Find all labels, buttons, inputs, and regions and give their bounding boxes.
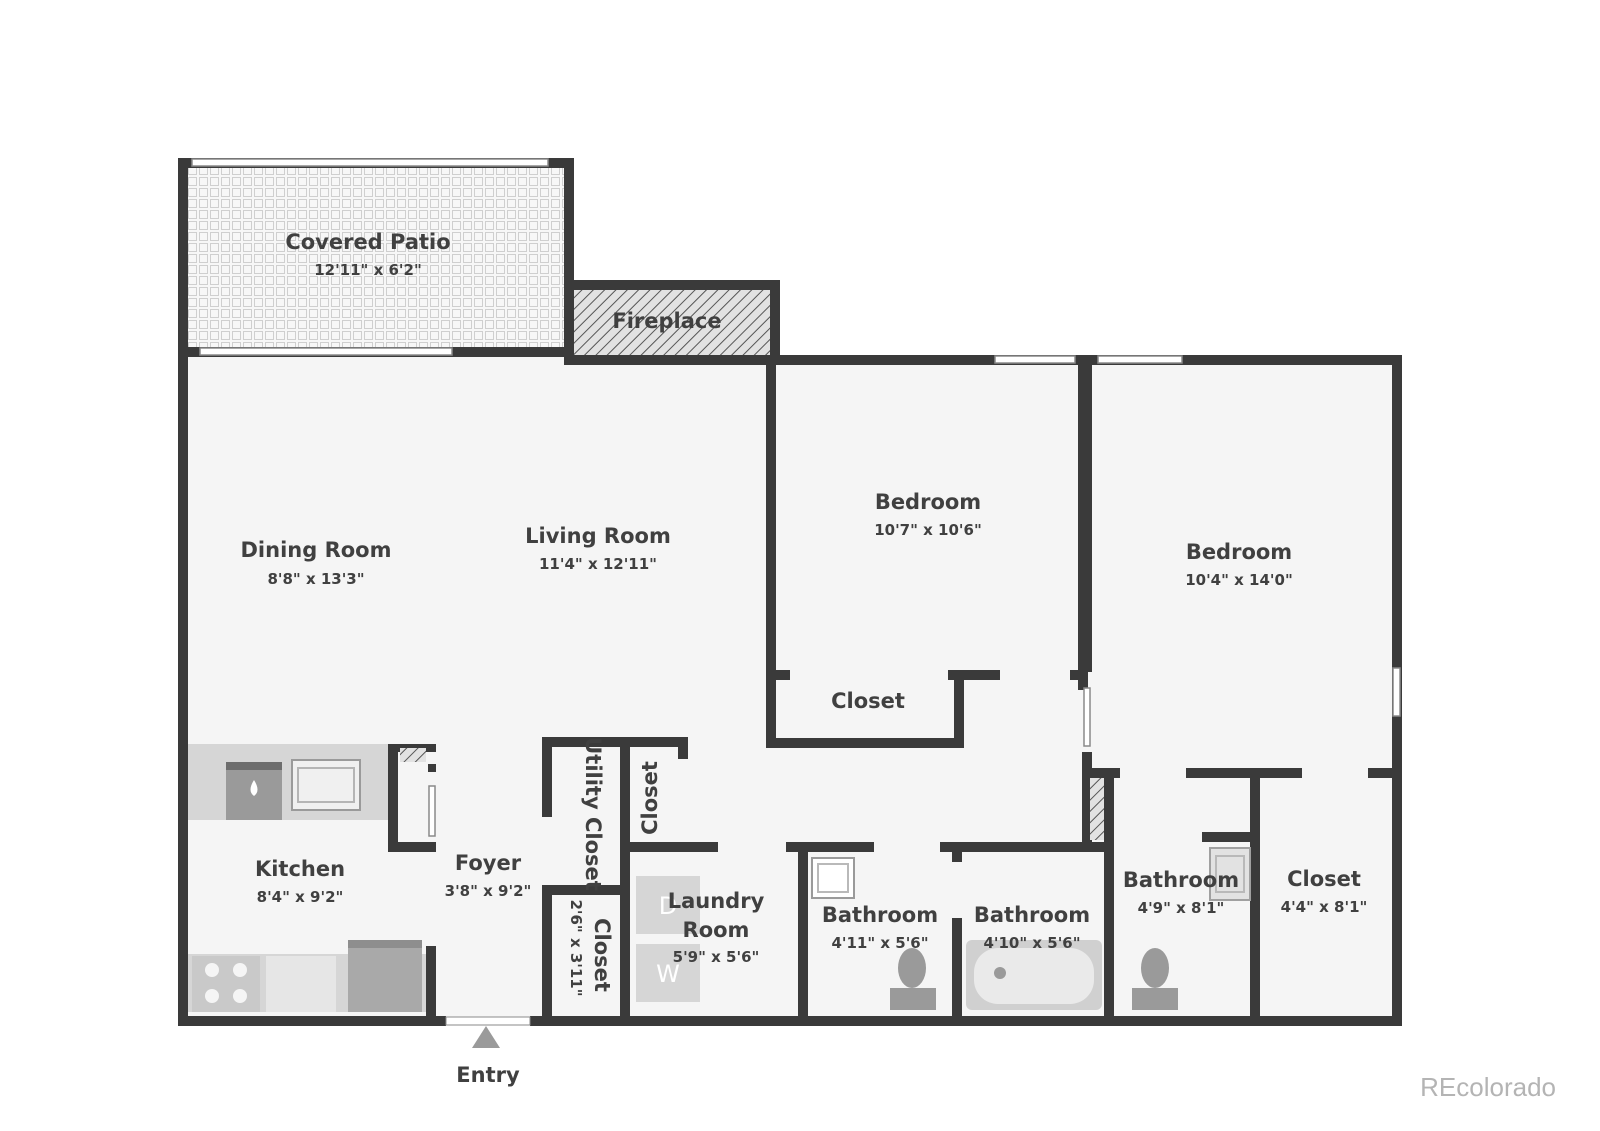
refrigerator-icon <box>348 940 422 1012</box>
bedroom2-side-window <box>1392 667 1401 717</box>
kitchen-sink-icon <box>291 759 361 811</box>
fireplace-label: Fireplace <box>612 309 721 333</box>
entry-arrow-icon <box>472 1026 500 1048</box>
svg-text:D: D <box>659 892 677 920</box>
watermark: REcolorado <box>1420 1072 1556 1102</box>
bathroom1-dims: 4'11" x 5'6" <box>831 934 928 952</box>
bath1-toilet-icon <box>890 948 936 1010</box>
bath3-toilet-icon <box>1132 948 1178 1010</box>
covered-patio-dims: 12'11" x 6'2" <box>314 261 422 279</box>
patio-door <box>199 347 453 356</box>
pantry-hatch <box>400 748 426 762</box>
bathroom3-dims: 4'9" x 8'1" <box>1138 899 1225 917</box>
bathroom2-dims: 4'10" x 5'6" <box>983 934 1080 952</box>
kitchen-counter-segment <box>266 956 336 1012</box>
living-room-dims: 11'4" x 12'11" <box>539 555 657 573</box>
bedroom1-window <box>994 355 1076 364</box>
bedroom2-dims: 10'4" x 14'0" <box>1185 571 1293 589</box>
kitchen-dims: 8'4" x 9'2" <box>257 888 344 906</box>
foyer-dims: 3'8" x 9'2" <box>445 882 532 900</box>
covered-patio-label: Covered Patio <box>285 230 450 254</box>
bedroom1-label: Bedroom <box>875 490 981 514</box>
dryer-icon: D <box>636 876 700 934</box>
entry-label: Entry <box>456 1063 520 1087</box>
bedroom2-window <box>1097 355 1183 364</box>
bathtub-icon <box>966 940 1102 1010</box>
bath3-sink-icon <box>1209 847 1251 901</box>
chase-hatch <box>1090 778 1104 840</box>
bedroom1-closet-label: Closet <box>831 689 905 713</box>
dining-room-dims: 8'8" x 13'3" <box>267 570 364 588</box>
dishwasher-icon <box>226 762 282 820</box>
patio-window <box>191 158 549 167</box>
stove-icon <box>192 956 260 1012</box>
covered-patio-floor <box>186 164 566 357</box>
bathroom1-label: Bathroom <box>822 903 938 927</box>
laundry-room-label-line1: Laundry <box>668 889 765 913</box>
bedroom2-closet-dims: 4'4" x 8'1" <box>1281 898 1368 916</box>
laundry-room-label-line2: Room <box>683 918 750 942</box>
entry-opening <box>445 1016 531 1026</box>
utility-closet-label: Utility Closet <box>581 737 605 891</box>
living-room-label: Living Room <box>525 524 671 548</box>
bedroom1-dims: 10'7" x 10'6" <box>874 521 982 539</box>
bathroom3-label: Bathroom <box>1123 868 1239 892</box>
fireplace-hatch <box>570 287 770 359</box>
laundry-room-dims: 5'9" x 5'6" <box>673 948 760 966</box>
kitchen-label: Kitchen <box>255 857 345 881</box>
interior-walls <box>388 360 1398 1026</box>
svg-text:W: W <box>656 960 680 988</box>
dining-room-label: Dining Room <box>241 538 392 562</box>
foyer-label: Foyer <box>455 851 522 875</box>
foyer-closet-dims: 2'6" x 3'11" <box>567 899 585 996</box>
small-closet-label: Closet <box>638 761 662 835</box>
washer-icon: W <box>636 944 700 1002</box>
bath1-sink-icon <box>811 857 855 899</box>
bedroom2-label: Bedroom <box>1186 540 1292 564</box>
bathroom2-label: Bathroom <box>974 903 1090 927</box>
foyer-closet-label: Closet <box>590 918 614 992</box>
bedroom2-closet-label: Closet <box>1287 867 1361 891</box>
